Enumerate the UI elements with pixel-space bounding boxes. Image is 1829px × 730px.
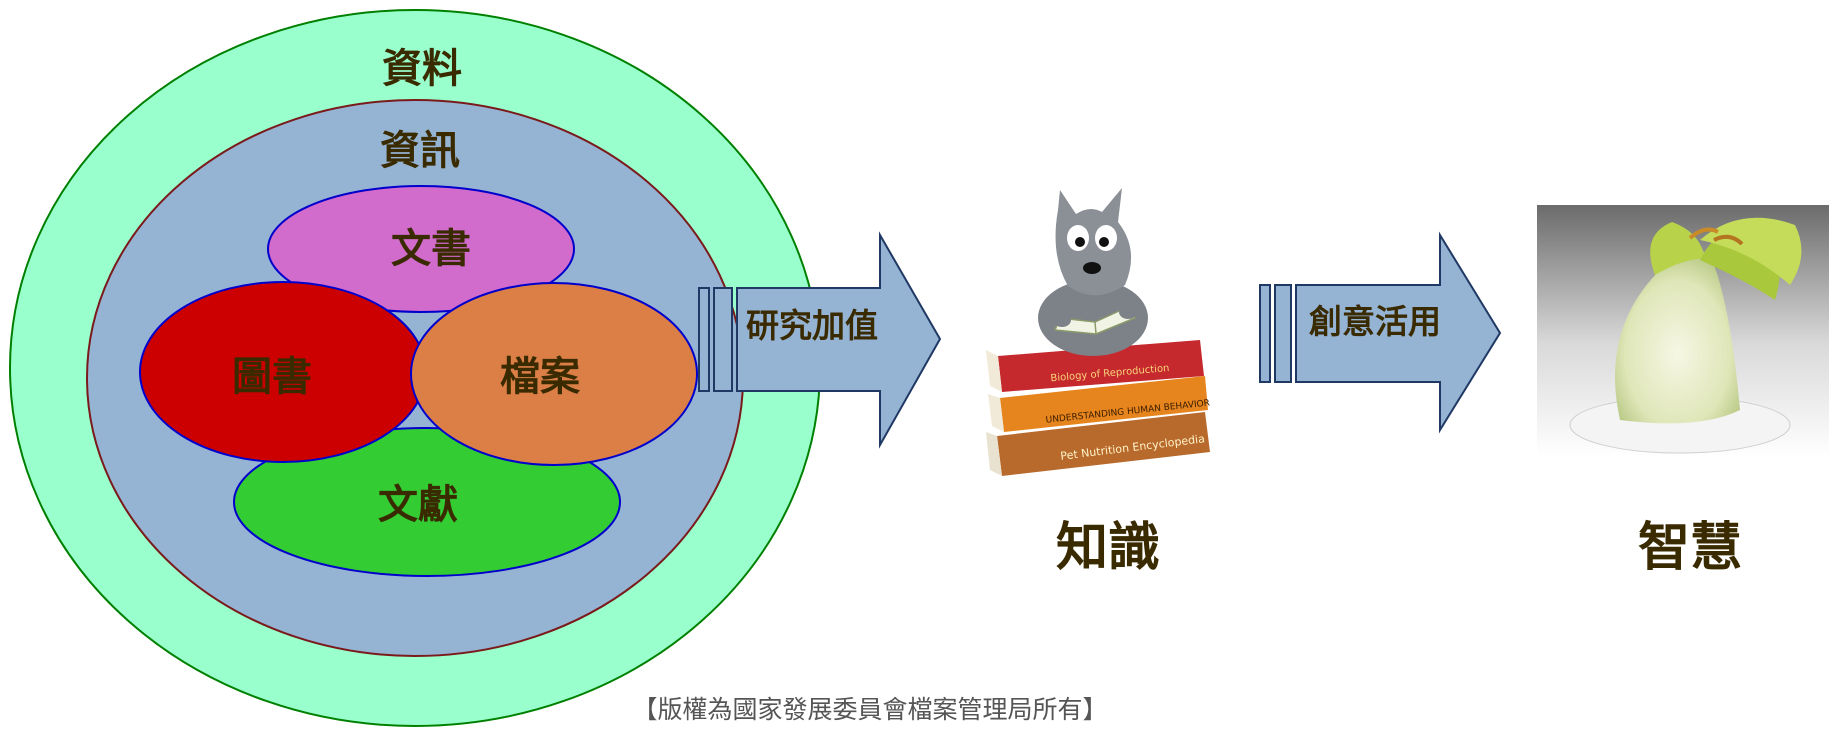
information-label: 資訊 bbox=[380, 127, 460, 174]
arrow-research-value: 研究加值 bbox=[698, 231, 942, 449]
wenxian-ellipse bbox=[233, 427, 621, 577]
wenshu-label: 文書 bbox=[391, 225, 471, 272]
wisdom-image bbox=[1537, 205, 1829, 457]
wenshu-ellipse bbox=[267, 185, 575, 313]
knowledge-label: 知識 bbox=[1056, 517, 1160, 578]
knowledge-image: Pet Nutrition Encyclopedia UNDERSTANDING… bbox=[986, 188, 1210, 476]
arrow-creative-use: 創意活用 bbox=[1259, 231, 1502, 434]
copyright-text: 【版權為國家發展委員會檔案管理局所有】 bbox=[632, 695, 1107, 724]
arrow-creative-use-label: 創意活用 bbox=[1309, 302, 1441, 341]
wenxian-label: 文獻 bbox=[378, 481, 458, 528]
tushu-label: 圖書 bbox=[232, 353, 312, 400]
arrow-research-value-label: 研究加值 bbox=[746, 306, 878, 345]
data-label: 資料 bbox=[382, 45, 462, 92]
dangan-label: 檔案 bbox=[500, 353, 581, 400]
dangan-ellipse bbox=[410, 282, 698, 466]
wisdom-label: 智慧 bbox=[1638, 517, 1742, 578]
